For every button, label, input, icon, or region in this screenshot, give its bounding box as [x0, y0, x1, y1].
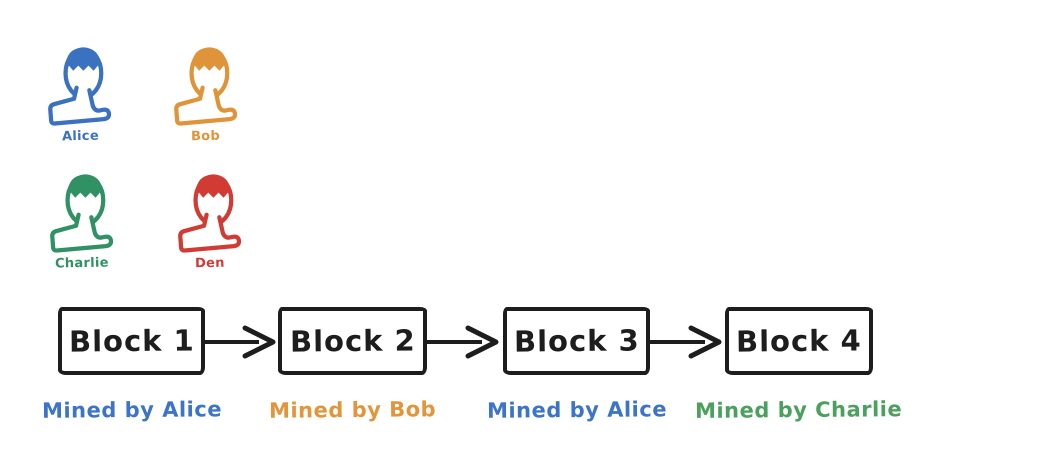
person-label: Charlie: [54, 255, 110, 272]
block-label: Block 2: [289, 323, 416, 359]
person-den: Den: [160, 172, 260, 271]
person-charlie: Charlie: [32, 172, 132, 271]
arrow-icon: [426, 323, 502, 359]
person-label: Bob: [191, 128, 221, 145]
arrow-icon: [649, 323, 725, 359]
block-label: Block 3: [513, 323, 640, 359]
block-2: Block 2 Mined by Bob: [269, 307, 436, 423]
block-1: Block 1 Mined by Alice: [41, 307, 222, 423]
person-label: Den: [194, 255, 226, 272]
person-alice: Alice: [30, 45, 130, 144]
mined-by-label: Mined by Alice: [486, 397, 667, 423]
user-icon: [178, 174, 242, 253]
block-box: Block 1: [58, 307, 205, 375]
block-box: Block 4: [725, 307, 873, 375]
arrow-icon: [203, 323, 279, 359]
block-label: Block 4: [735, 323, 863, 359]
block-box: Block 3: [503, 307, 650, 375]
user-icon: [48, 47, 112, 126]
user-icon: [174, 47, 238, 126]
person-label: Alice: [61, 128, 99, 145]
mined-by-label: Mined by Charlie: [695, 397, 903, 423]
mined-by-label: Mined by Bob: [268, 397, 437, 423]
mined-by-label: Mined by Alice: [41, 397, 222, 423]
block-4: Block 4 Mined by Charlie: [695, 307, 903, 423]
block-label: Block 1: [68, 323, 195, 359]
user-icon: [50, 174, 114, 253]
person-bob: Bob: [156, 45, 256, 144]
block-box: Block 2: [278, 307, 427, 375]
block-3: Block 3 Mined by Alice: [486, 307, 667, 423]
